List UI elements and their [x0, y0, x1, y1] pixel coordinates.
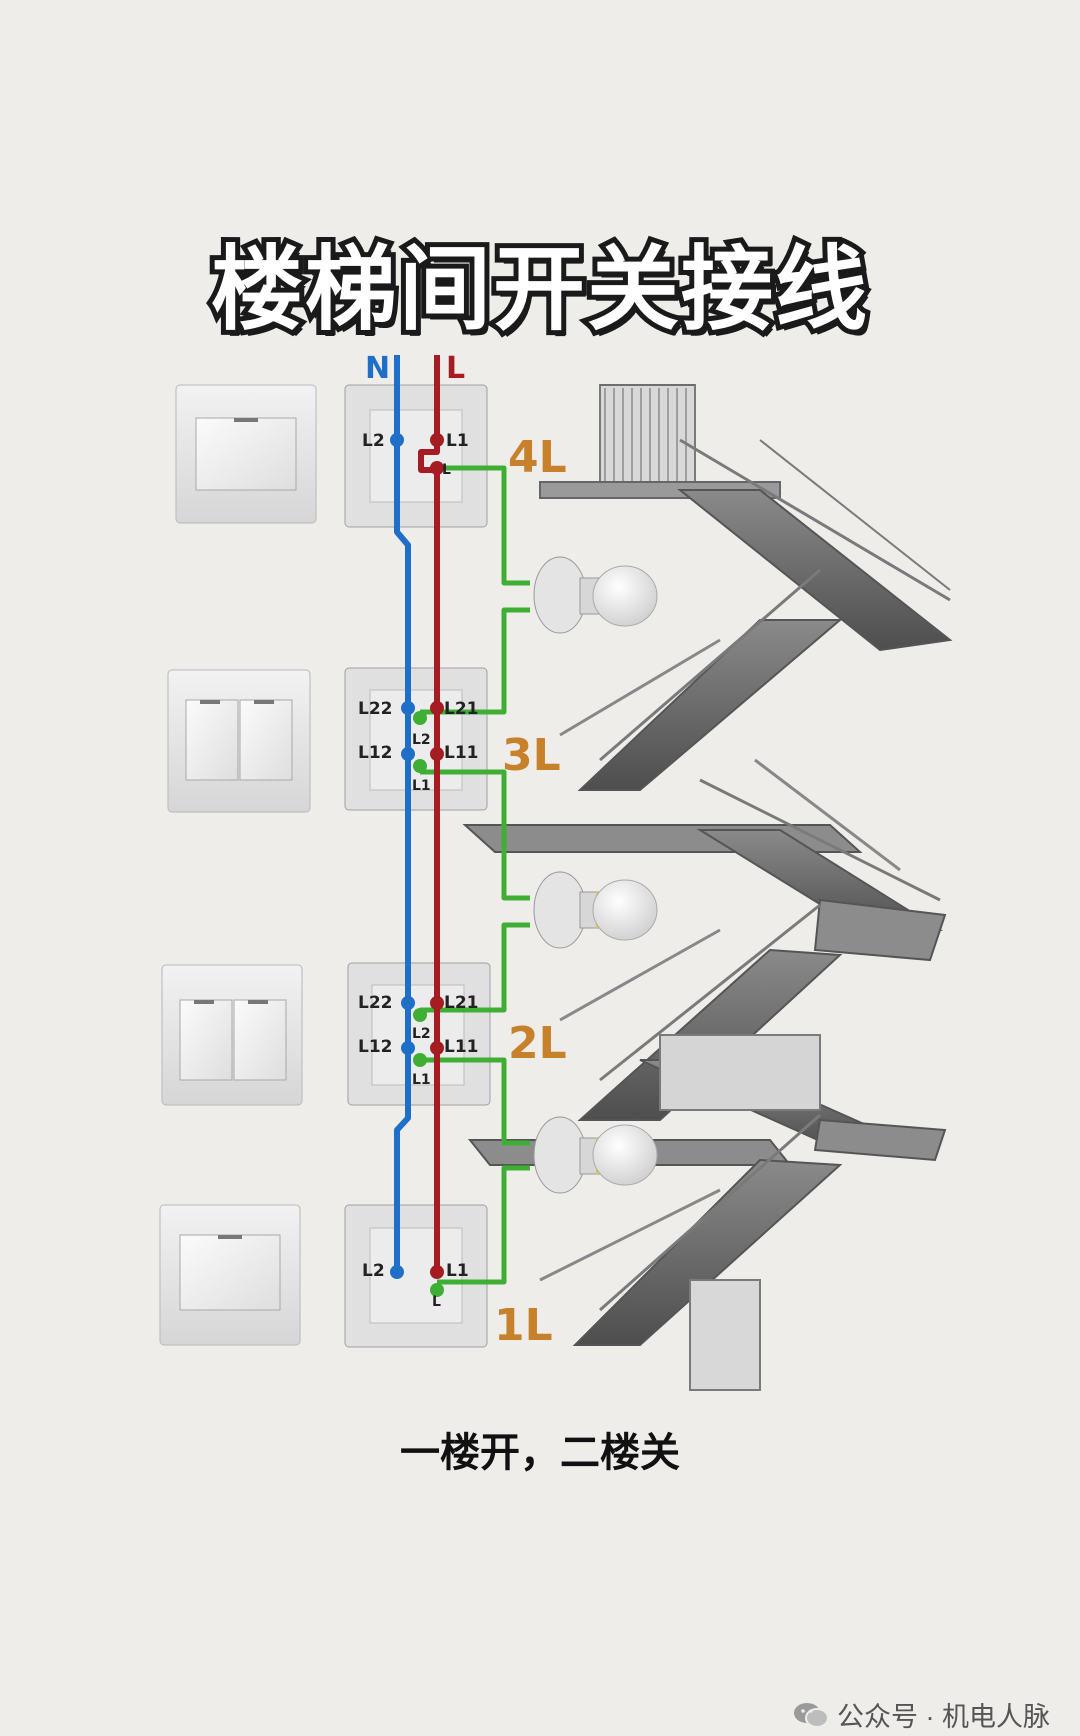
terminal-label: L11	[444, 1037, 479, 1057]
switch-plate-1[interactable]	[159, 1204, 301, 1346]
live-terminal-dot	[430, 701, 444, 715]
control-wire-3a	[420, 607, 530, 715]
floor-label-3: 3L	[502, 730, 561, 781]
neutral-terminal-dot	[401, 1041, 415, 1055]
control-terminal-dot	[413, 711, 427, 725]
neutral-terminal-dot	[401, 747, 415, 761]
terminal-dots	[390, 433, 444, 1297]
live-terminal-dot	[430, 1265, 444, 1279]
landing-3-right	[813, 898, 947, 962]
switch-box-2	[347, 962, 491, 1106]
footer: 公众号 · 机电人脉	[793, 1695, 1050, 1734]
live-terminal-dot	[430, 433, 444, 447]
terminal-label: L1	[412, 1072, 431, 1088]
top-railing	[599, 384, 696, 486]
terminal-label: L1	[446, 1261, 469, 1281]
caption: 一楼开，二楼关	[400, 1430, 680, 1476]
page-title: 楼梯间开关接线	[206, 231, 872, 348]
control-terminal-dot	[413, 1053, 427, 1067]
control-wire-2a	[420, 922, 530, 1013]
control-wire-1	[437, 1165, 530, 1285]
terminal-label: L1	[412, 778, 431, 794]
terminal-label: L1	[446, 431, 469, 451]
floor-label-1: 1L	[494, 1300, 553, 1351]
wechat-icon	[793, 1701, 829, 1729]
live-terminal-dot	[430, 747, 444, 761]
terminal-label: L22	[358, 993, 393, 1013]
live-terminal-dot	[430, 1041, 444, 1055]
staircase-illustration	[462, 384, 953, 1391]
control-wire-4	[437, 465, 530, 586]
neutral-terminal-dot	[390, 1265, 404, 1279]
neutral-terminal-dot	[401, 996, 415, 1010]
control-terminal-dot	[413, 759, 427, 773]
floor-label-4: 4L	[508, 432, 567, 483]
neutral-wire	[394, 355, 411, 1272]
terminal-label: L21	[444, 699, 479, 719]
control-terminal-dot	[430, 1283, 444, 1297]
control-wire-2b	[420, 1057, 530, 1146]
landing-2-right	[813, 1118, 947, 1162]
control-wire-3b	[420, 769, 530, 901]
neutral-wire-label: N	[365, 351, 390, 386]
neutral-terminal-dot	[390, 433, 404, 447]
terminal-label: L22	[358, 699, 393, 719]
terminal-label: L21	[444, 993, 479, 1013]
switch-plate-2[interactable]	[161, 964, 303, 1106]
live-terminal-dot	[430, 996, 444, 1010]
floor-label-2: 2L	[508, 1018, 567, 1069]
terminal-label: L12	[358, 1037, 393, 1057]
terminal-label: L	[432, 1294, 441, 1310]
flight-1	[572, 1158, 843, 1346]
switch-box-3	[344, 667, 488, 811]
terminal-label: L2	[362, 1261, 385, 1281]
terminal-label: L2	[362, 431, 385, 451]
live-terminal-dot	[430, 461, 444, 475]
flight-4	[677, 489, 953, 652]
terminal-label: L2	[412, 732, 431, 748]
footer-text: 公众号 · 机电人脉	[837, 1702, 1050, 1732]
switch-box-1	[344, 1204, 488, 1348]
terminal-label: L11	[444, 743, 479, 763]
bulb-upper	[533, 556, 658, 634]
terminal-label: L	[442, 462, 451, 478]
switch-plate-4[interactable]	[175, 384, 317, 524]
live-wire-label: L	[446, 351, 465, 386]
bulb-lower	[533, 1116, 658, 1194]
switch-box-4	[344, 384, 488, 528]
neutral-terminal-dot	[401, 701, 415, 715]
switch-plate-3[interactable]	[167, 669, 311, 813]
flight-3-upper	[577, 619, 843, 791]
bulb-middle	[533, 871, 658, 949]
control-terminal-dot	[413, 1008, 427, 1022]
terminal-label: L2	[412, 1026, 431, 1042]
terminal-label: L12	[358, 743, 393, 763]
